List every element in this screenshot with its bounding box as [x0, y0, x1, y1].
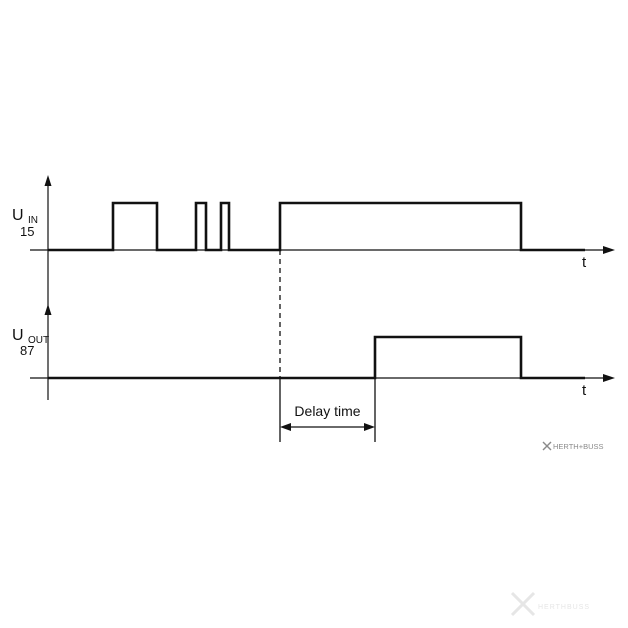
output-voltage-symbol: U	[12, 327, 24, 344]
output-time-axis-label: t	[582, 382, 587, 399]
input-terminal-number: 15	[20, 224, 34, 239]
watermark-text: HERTHBUSS	[538, 604, 590, 611]
delay-arrow-left-icon	[280, 423, 291, 431]
watermark-logo-icon	[510, 591, 536, 617]
input-voltage-subscript: IN	[28, 215, 38, 226]
input-voltage-label: U IN	[12, 207, 38, 226]
output-y-axis-arrow-icon	[44, 304, 52, 315]
brand-logo-text: HERTH+BUSS	[553, 442, 604, 451]
output-time-axis-arrow-icon	[603, 374, 615, 382]
output-voltage-subscript: OUT	[28, 335, 49, 346]
input-voltage-symbol: U	[12, 207, 24, 224]
output-voltage-label: U OUT	[12, 327, 49, 346]
brand-logo: HERTH+BUSS	[542, 441, 604, 451]
output-signal-group: t U OUT 87	[12, 304, 615, 399]
input-time-axis-arrow-icon	[603, 246, 615, 254]
brand-logo-icon	[542, 441, 552, 451]
output-terminal-number: 87	[20, 343, 34, 358]
delay-time-label: Delay time	[294, 403, 360, 419]
watermark: HERTHBUSS	[510, 591, 590, 617]
input-signal-group: t U IN 15	[12, 175, 615, 400]
input-y-axis-arrow-icon	[44, 175, 52, 186]
delay-time-marker: Delay time	[279, 250, 376, 442]
input-waveform	[48, 201, 585, 252]
input-time-axis-label: t	[582, 254, 587, 271]
delay-arrow-right-icon	[364, 423, 375, 431]
output-waveform	[48, 335, 585, 380]
